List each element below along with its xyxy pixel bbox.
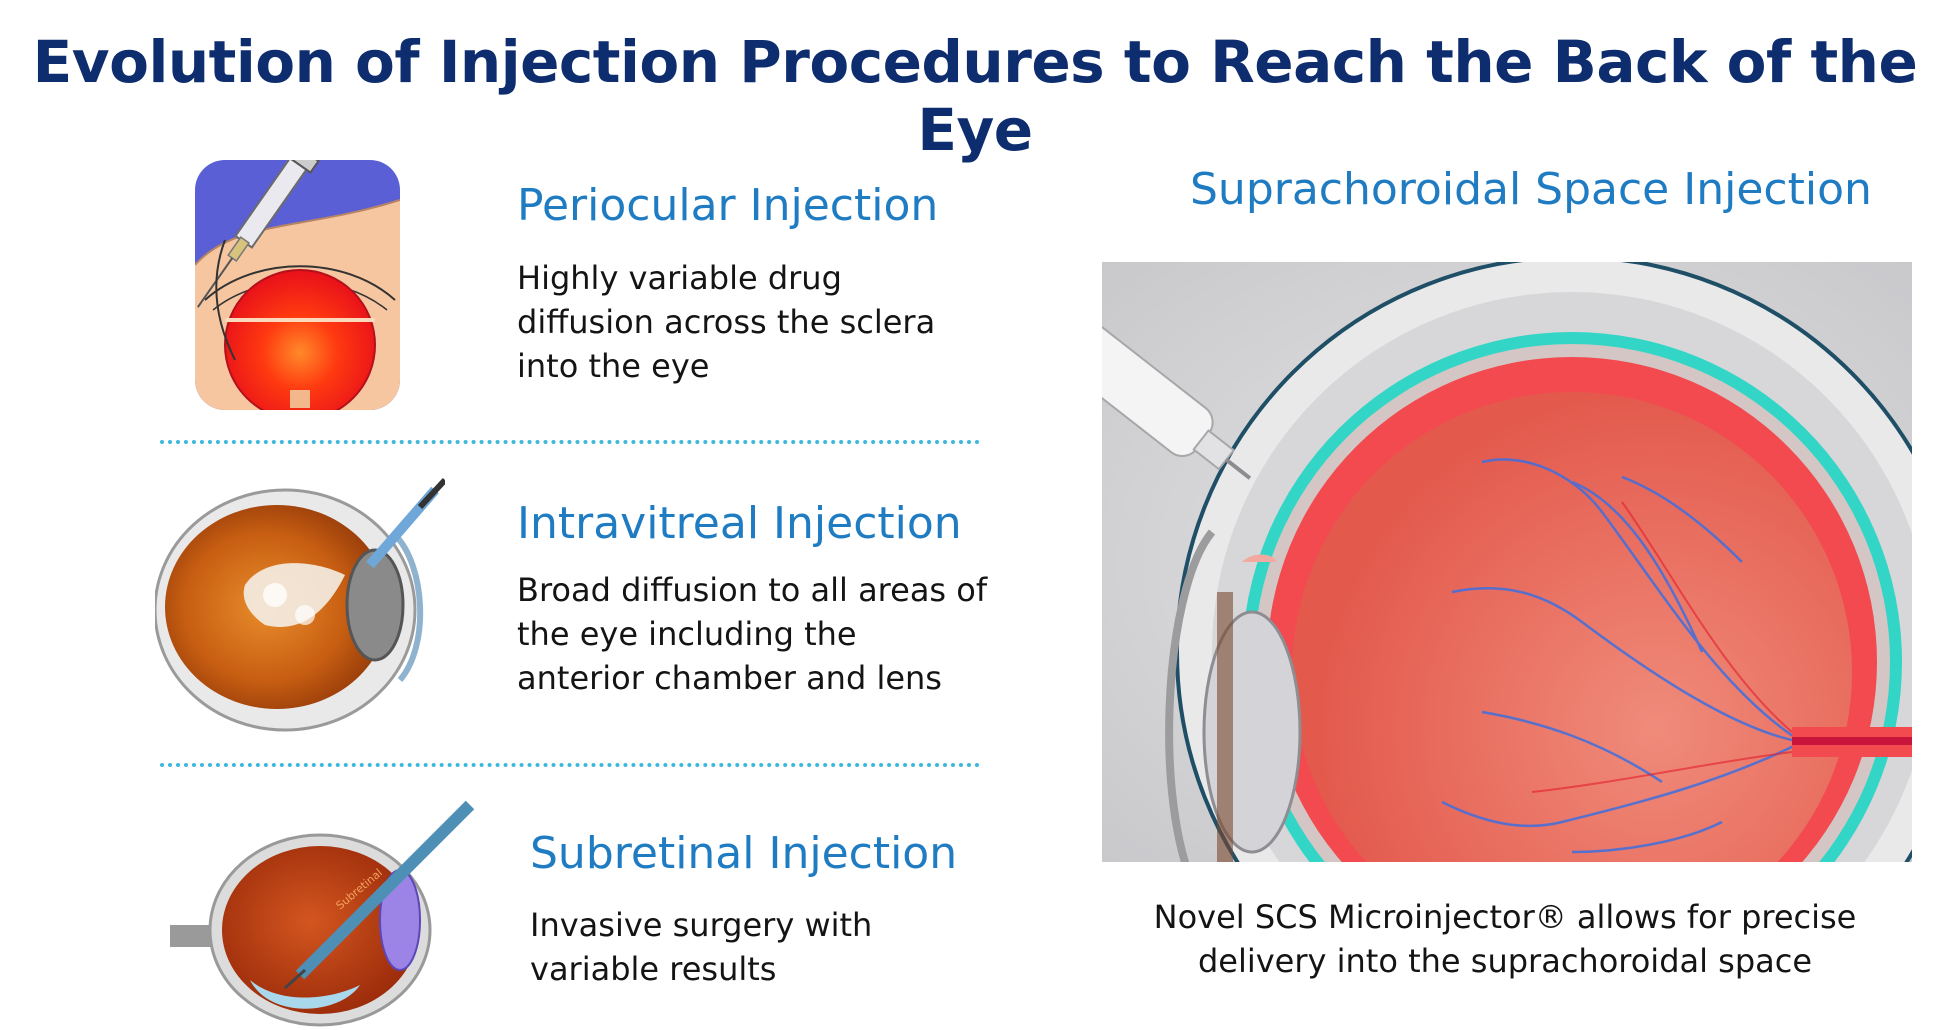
intravitreal-description-line: the eye including the <box>517 615 857 653</box>
suprachoroidal-injection-illustration <box>1102 262 1912 862</box>
intravitreal-heading: Intravitreal Injection <box>517 498 962 549</box>
subretinal-heading: Subretinal Injection <box>530 828 958 879</box>
feature-caption: Novel SCS Microinjector® allows for prec… <box>1100 895 1910 983</box>
periocular-description-line: Highly variable drug <box>517 259 842 297</box>
intravitreal-description-line: anterior chamber and lens <box>517 659 942 697</box>
periocular-heading: Periocular Injection <box>517 180 939 231</box>
subretinal-description: Invasive surgery with variable results <box>530 903 872 991</box>
intravitreal-injection-illustration <box>155 477 445 732</box>
section-divider <box>160 440 980 444</box>
subretinal-injection-illustration: Subretinal <box>170 800 475 1027</box>
feature-caption-line: delivery into the suprachoroidal space <box>1197 942 1813 980</box>
section-divider <box>160 763 980 767</box>
page-title: Evolution of Injection Procedures to Rea… <box>32 28 1918 164</box>
periocular-description-line: into the eye <box>517 347 710 385</box>
periocular-injection-illustration <box>195 160 400 410</box>
subretinal-description-line: Invasive surgery with <box>530 906 873 944</box>
suprachoroidal-heading: Suprachoroidal Space Injection <box>1190 164 1872 215</box>
intravitreal-description: Broad diffusion to all areas of the eye … <box>517 568 987 700</box>
subretinal-description-line: variable results <box>530 950 777 988</box>
intravitreal-description-line: Broad diffusion to all areas of <box>517 571 988 609</box>
feature-caption-line: Novel SCS Microinjector® allows for prec… <box>1153 898 1857 936</box>
periocular-description: Highly variable drug diffusion across th… <box>517 256 935 388</box>
periocular-description-line: diffusion across the sclera <box>517 303 936 341</box>
